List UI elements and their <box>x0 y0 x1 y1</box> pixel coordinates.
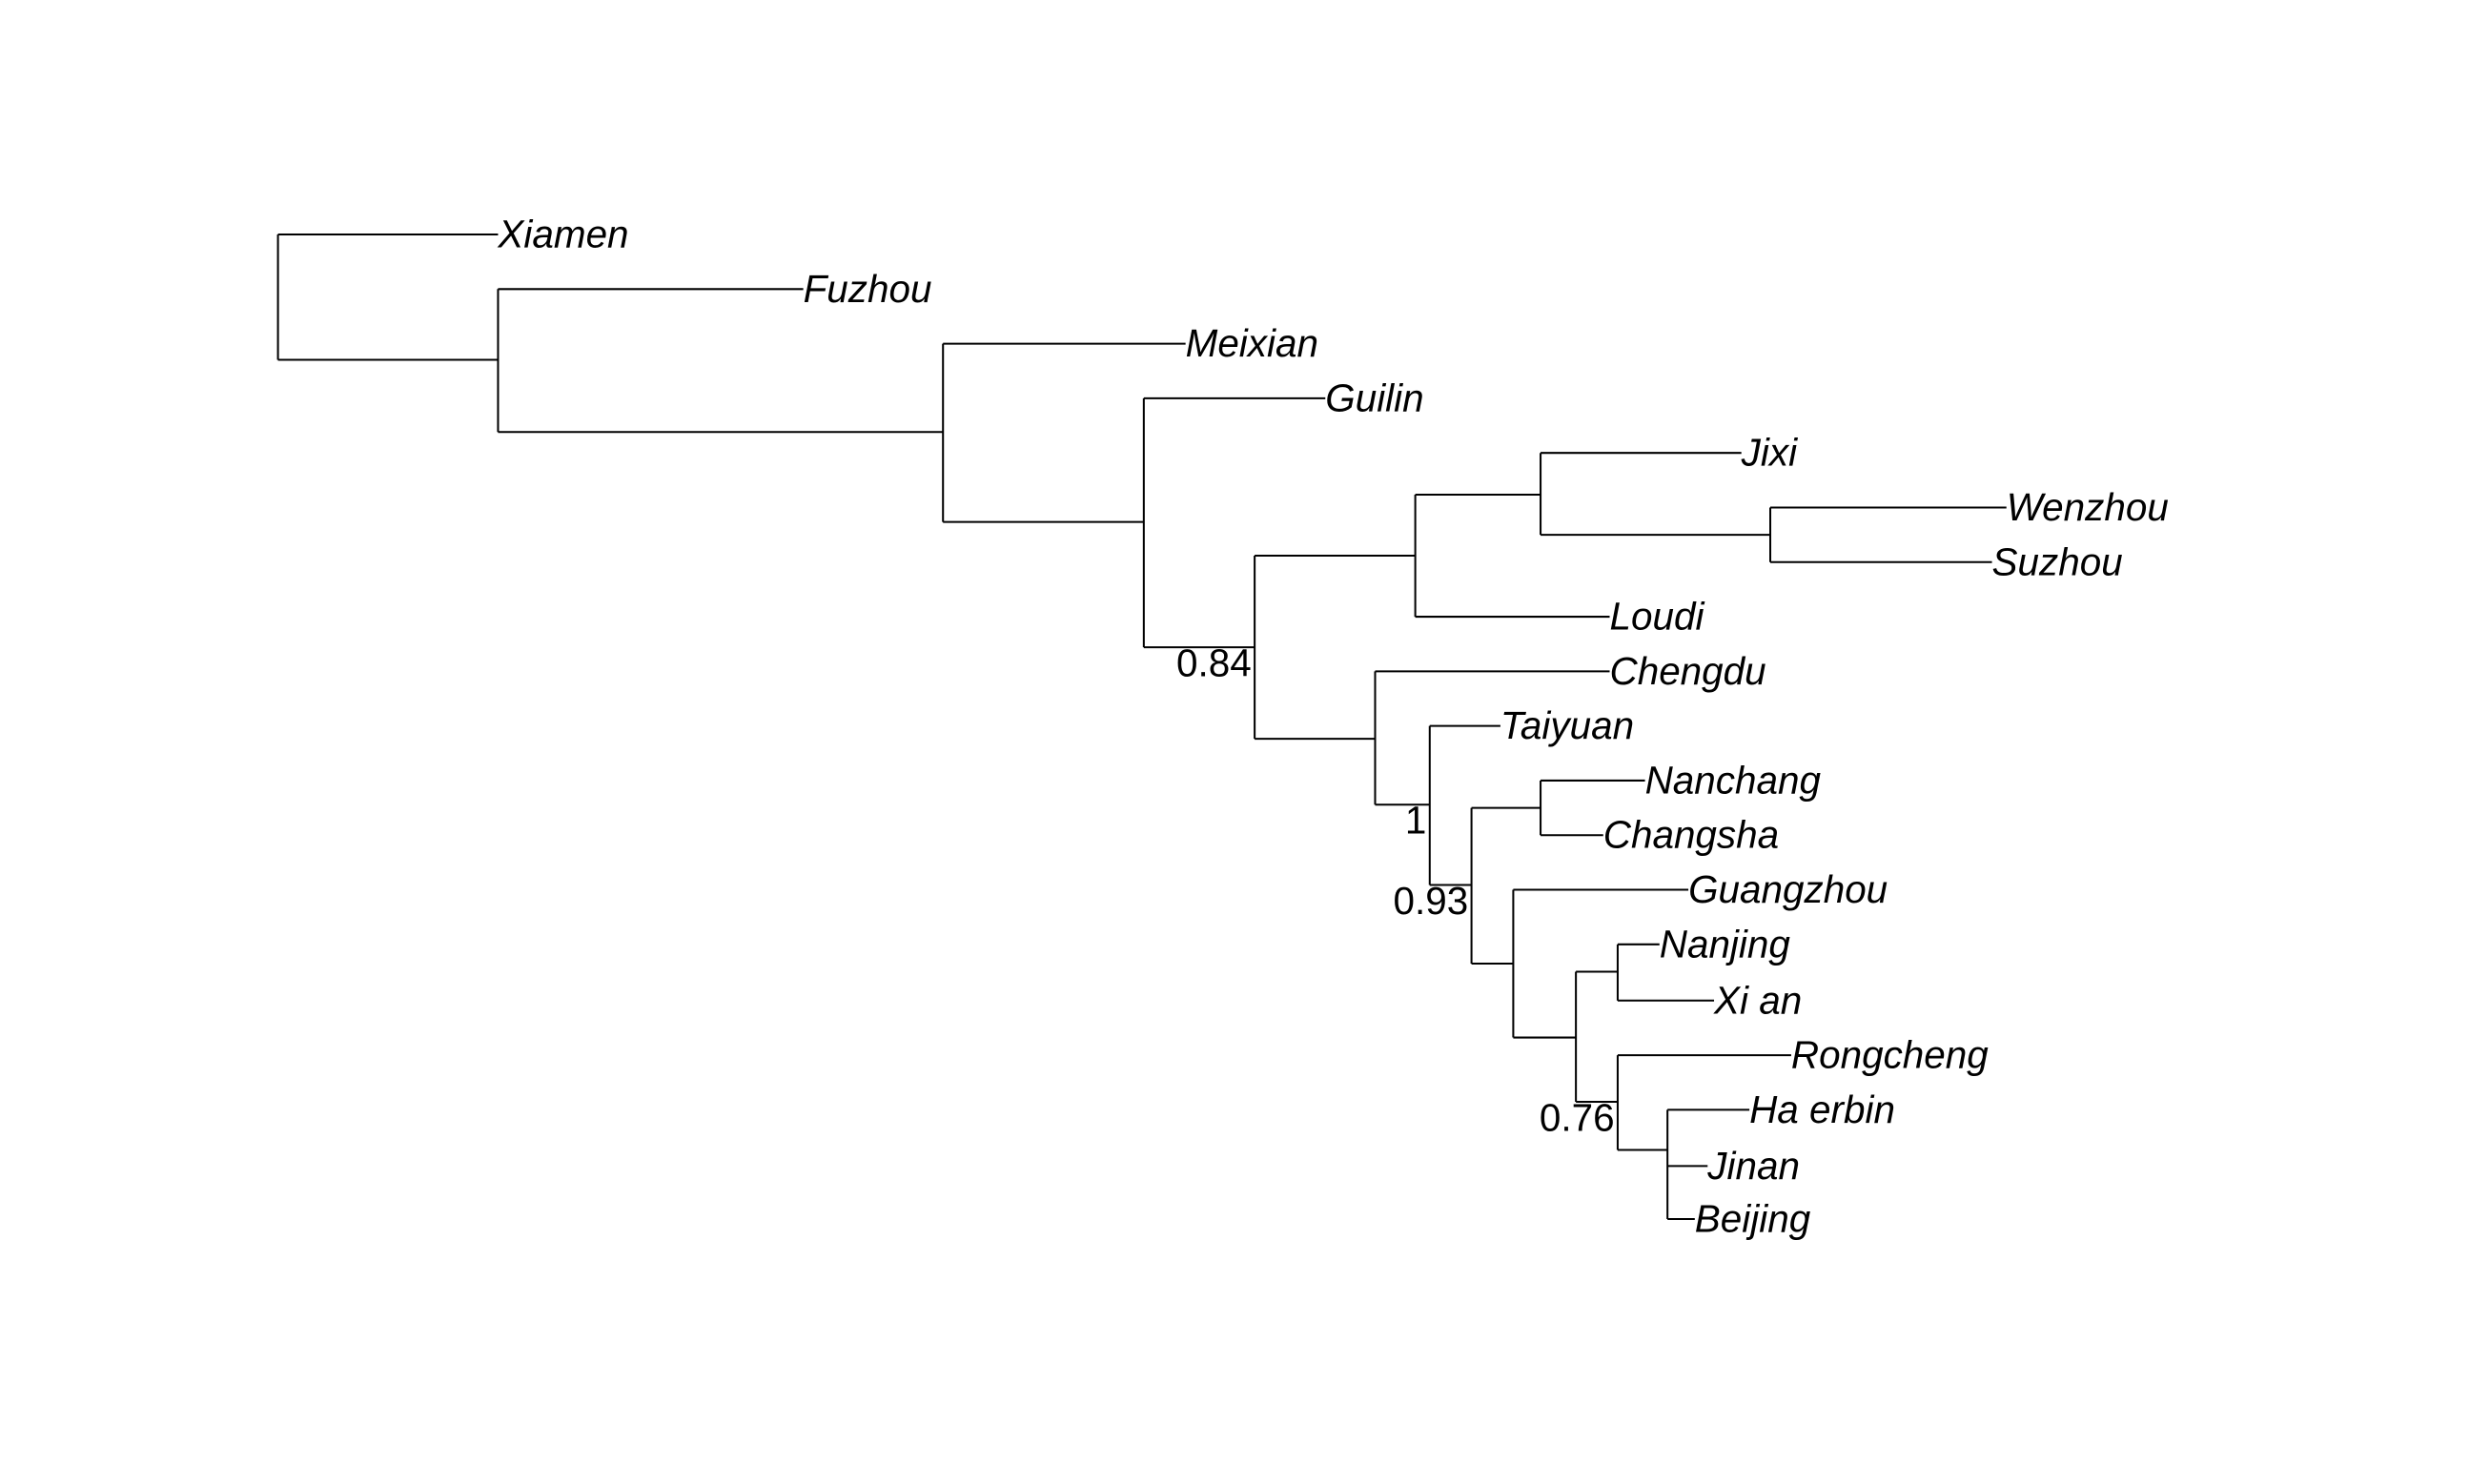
tip-label-beijing: Beijing <box>1695 1196 1811 1240</box>
tip-label-suzhou: Suzhou <box>1992 539 2123 583</box>
tip-label-xi-an: Xi an <box>1713 978 1802 1022</box>
support-value-label: 1 <box>1405 799 1427 843</box>
tip-label-changsha: Changsha <box>1603 813 1779 857</box>
tip-label-fuzhou: Fuzhou <box>804 267 932 311</box>
tip-label-rongcheng: Rongcheng <box>1791 1033 1989 1077</box>
tip-label-ha-erbin: Ha erbin <box>1749 1088 1895 1131</box>
tip-label-loudi: Loudi <box>1610 595 1705 639</box>
tip-label-wenzhou: Wenzhou <box>2007 485 2169 529</box>
tip-label-jixi: Jixi <box>1741 431 1798 475</box>
tree-branches <box>276 234 2007 1220</box>
tip-label-nanchang: Nanchang <box>1645 758 1822 802</box>
support-value-label: 0.93 <box>1394 879 1469 923</box>
tip-label-taiyuan: Taiyuan <box>1500 703 1634 747</box>
tip-label-jinan: Jinan <box>1706 1144 1800 1188</box>
tip-label-xiamen: Xiamen <box>497 213 628 256</box>
support-value-label: 0.76 <box>1540 1095 1615 1139</box>
tip-label-guangzhou: Guangzhou <box>1688 867 1888 911</box>
tip-label-chengdu: Chengdu <box>1610 649 1766 693</box>
tip-label-nanjing: Nanjing <box>1660 922 1791 966</box>
tip-label-meixian: Meixian <box>1186 321 1318 365</box>
tip-label-guilin: Guilin <box>1325 376 1423 419</box>
tree-labels: XiamenFuzhouMeixianGuilinJixiWenzhouSuzh… <box>497 213 2168 1241</box>
support-value-label: 0.84 <box>1176 640 1252 684</box>
